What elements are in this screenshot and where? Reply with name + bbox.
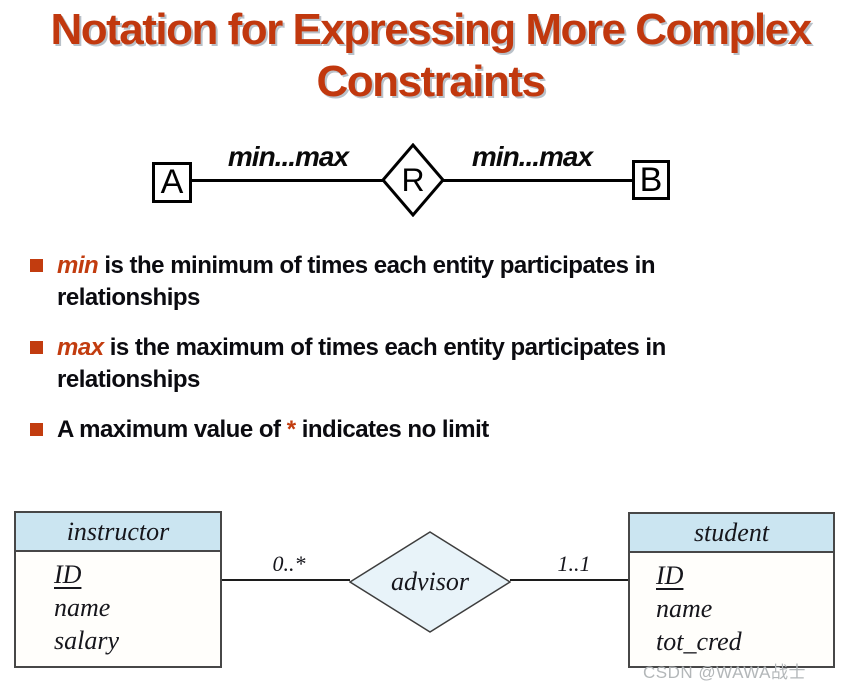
bullet-post: is the minimum of times each entity part… [98, 252, 655, 279]
relationship-diamond-shape [381, 143, 445, 217]
relationship-r-label: R [401, 161, 425, 198]
entity-instructor-title: instructor [16, 513, 220, 552]
attribute-id: ID [54, 560, 82, 589]
bullet-square-icon [30, 259, 43, 272]
bullet-list: min is the minimum of times each entity … [30, 250, 840, 464]
bullet-accent: max [57, 334, 104, 361]
minmax-label-left: min...max [227, 141, 349, 172]
entity-b-box: B [632, 160, 670, 200]
title-line-2: Constraints [316, 57, 546, 106]
attribute-tot-cred: tot_cred [656, 627, 742, 656]
bullet-star: A maximum value of * indicates no limit [30, 414, 840, 446]
relationship-advisor-label: advisor [391, 567, 469, 596]
bullet-accent: min [57, 252, 99, 279]
attribute-name: name [54, 593, 111, 622]
er-example-diagram: instructor ID name salary advisor 0..* 1… [0, 460, 861, 689]
bullet-post: indicates no limit [295, 416, 490, 443]
advisor-diamond-shape [349, 531, 511, 633]
minmax-label-right: min...max [471, 141, 593, 172]
page-title: Notation for Expressing More Complex Con… [0, 4, 861, 108]
minmax-notation-diagram: A B R min...max min...max [0, 0, 861, 230]
entity-student-title: student [630, 514, 833, 553]
entity-instructor-attributes: ID name salary [16, 552, 220, 657]
bullet-square-icon [30, 423, 43, 436]
bullet-square-icon [30, 341, 43, 354]
attribute-name: name [656, 594, 713, 623]
cardinality-right: 1..1 [557, 551, 591, 576]
title-line-1: Notation for Expressing More Complex [50, 5, 812, 54]
bullet-post: is the maximum of times each entity part… [103, 334, 667, 361]
bullet-text: min is the minimum of times each entity … [57, 250, 655, 314]
bullet-accent: * [286, 416, 296, 443]
bullet-min: min is the minimum of times each entity … [30, 250, 840, 314]
bullet-line2: relationships [57, 366, 200, 393]
entity-a-box: A [152, 162, 192, 203]
bullet-line2: relationships [57, 284, 200, 311]
bullet-text: max is the maximum of times each entity … [57, 332, 666, 396]
attribute-id: ID [656, 561, 684, 590]
attribute-salary: salary [54, 626, 119, 655]
watermark: CSDN @WAWA战士 [643, 663, 807, 682]
bullet-text: A maximum value of * indicates no limit [57, 414, 489, 446]
entity-instructor: instructor ID name salary [14, 511, 222, 668]
entity-student: student ID name tot_cred [628, 512, 835, 668]
line-advisor-to-student [510, 579, 628, 581]
entity-student-attributes: ID name tot_cred [630, 553, 833, 658]
line-instructor-to-advisor [222, 579, 350, 581]
bullet-max: max is the maximum of times each entity … [30, 332, 840, 396]
line-r-to-b [440, 179, 634, 182]
bullet-pre: A maximum value of [57, 416, 287, 443]
line-a-to-r [190, 179, 390, 182]
cardinality-left: 0..* [272, 551, 306, 576]
